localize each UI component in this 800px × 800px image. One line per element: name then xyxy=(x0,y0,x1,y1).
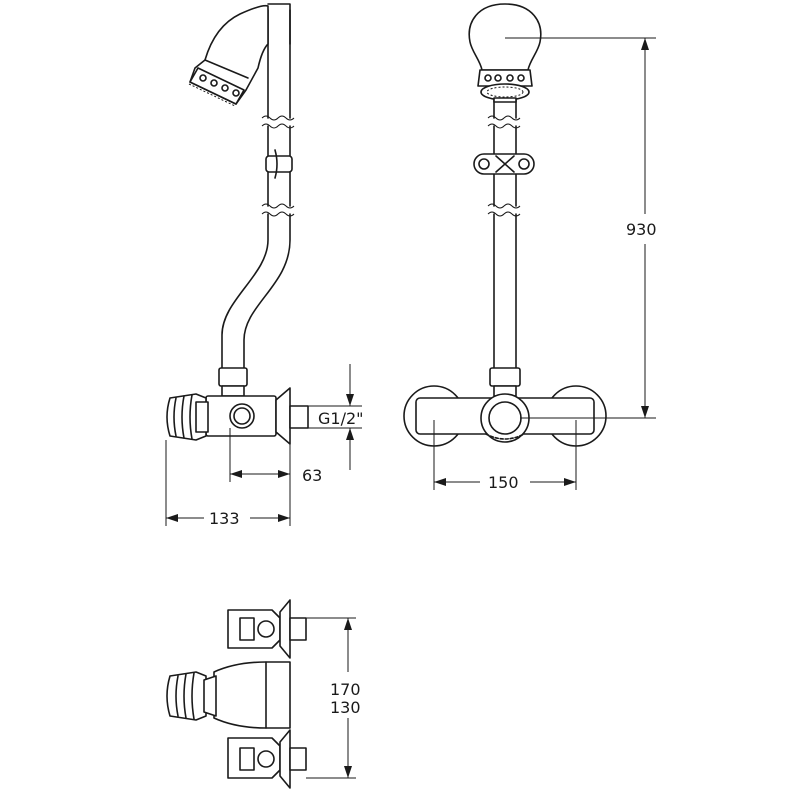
dim-width: 170 130 xyxy=(306,617,361,779)
dim-height-total-label: 930 xyxy=(626,220,657,239)
dim-thread-label: G1/2" xyxy=(318,409,364,428)
side-slider xyxy=(265,149,293,179)
dim-center-distance: 150 xyxy=(433,420,577,492)
dim-center-distance-label: 150 xyxy=(488,473,519,492)
dim-thread: G1/2" xyxy=(308,364,364,470)
side-mixer-body xyxy=(166,367,309,445)
front-slider xyxy=(473,153,535,175)
dim-depth-total-label: 133 xyxy=(209,509,240,528)
top-upper-connection xyxy=(227,599,307,659)
dim-height-total: 930 xyxy=(505,37,657,419)
front-shower-head xyxy=(468,3,542,103)
top-lower-connection xyxy=(227,729,307,789)
front-view: 930 150 xyxy=(403,3,657,492)
dim-width-outer-label: 170 xyxy=(330,680,361,699)
dim-depth-outlet: 63 xyxy=(229,428,322,485)
top-view: 170 130 xyxy=(166,599,361,789)
front-mixer-body xyxy=(403,367,607,447)
dim-width-inner-label: 130 xyxy=(330,698,361,717)
front-rail xyxy=(487,99,521,371)
side-shower-head xyxy=(188,3,291,107)
dim-depth-outlet-label: 63 xyxy=(302,466,322,485)
side-view: G1/2" 63 133 xyxy=(165,3,364,528)
dim-depth-total: 133 xyxy=(165,440,291,528)
top-mixer-body xyxy=(166,661,291,729)
